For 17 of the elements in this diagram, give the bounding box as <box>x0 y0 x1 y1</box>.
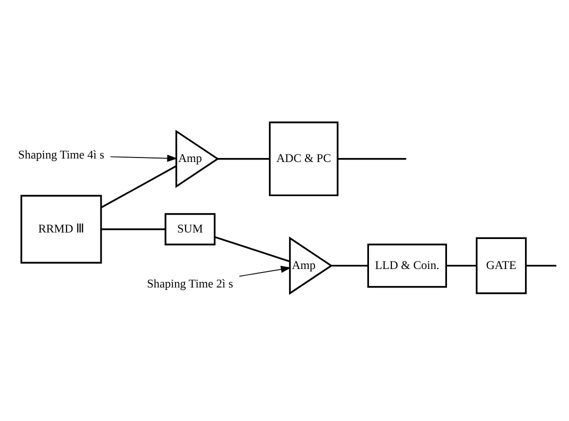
node-text: Shaping Time 4ì s <box>18 147 104 162</box>
node-box: ADC & PC <box>268 121 338 196</box>
connector <box>526 264 556 266</box>
connector <box>338 158 406 160</box>
node-box: RRMD Ⅲ <box>20 194 102 264</box>
connector <box>101 228 166 230</box>
connector <box>331 264 368 266</box>
connector <box>214 236 290 262</box>
node-box: SUM <box>164 212 216 245</box>
arrow <box>238 265 292 276</box>
connector <box>218 158 270 160</box>
connector <box>446 264 477 266</box>
node-box: LLD & Coin. <box>367 243 447 288</box>
node-text: Shaping Time 2ì s <box>147 276 234 290</box>
node-box: GATE <box>476 236 527 294</box>
arrow <box>110 154 178 162</box>
connector <box>100 164 176 208</box>
